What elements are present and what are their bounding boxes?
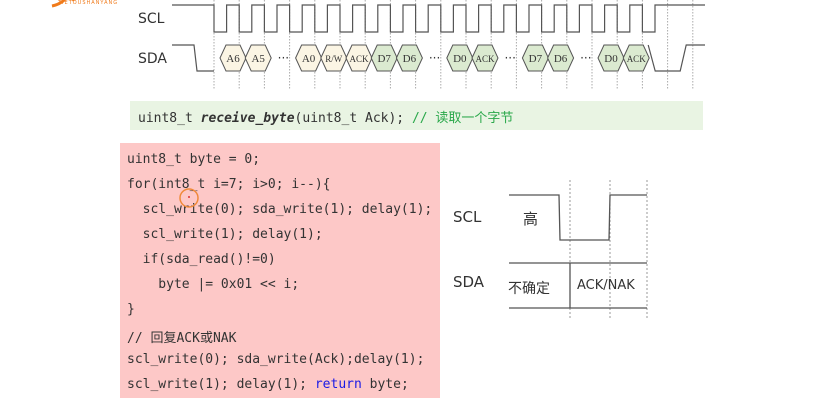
signature-comment: // 读取一个字节 bbox=[411, 111, 514, 126]
high-label: 高 bbox=[523, 210, 539, 228]
bit-hexagon bbox=[471, 44, 499, 72]
code-comment: // 回复ACK或NAK bbox=[127, 331, 237, 346]
sda-start bbox=[172, 44, 214, 72]
bit-hexagon bbox=[244, 44, 272, 72]
code-line: scl_write(1); delay(1); bbox=[127, 227, 323, 242]
ack-nak-label: ACK/NAK bbox=[577, 278, 635, 293]
bit-label: R/W bbox=[325, 54, 343, 64]
sda-label-right: SDA bbox=[453, 273, 485, 291]
bit-label: ACK bbox=[349, 54, 369, 64]
function-signature: uint8_t receive_byte(uint8_t Ack); // 读取… bbox=[130, 101, 703, 130]
bit-label: A5 bbox=[251, 53, 265, 65]
bit-label: A0 bbox=[302, 53, 316, 65]
logo: TIETOUSHANYANG bbox=[51, 0, 119, 8]
sda-stop bbox=[647, 44, 705, 72]
i2c-timing-diagram: A6 A5 ··· A0 R/W ACK D7 D6 ··· D0 ACK ··· D7 D6 ··· D0 A… bbox=[172, 0, 705, 90]
bit-label: ACK bbox=[475, 54, 495, 64]
logo-text: TIETOUSHANYANG bbox=[58, 0, 119, 6]
code-line: for(int8_t i=7; i>0; i--){ bbox=[127, 177, 331, 192]
code-text: scl_write(1); delay(1); bbox=[127, 377, 315, 392]
scl-label: SCL bbox=[138, 11, 165, 27]
code-line: byte |= 0x01 << i; bbox=[127, 277, 300, 292]
bit-label: D6 bbox=[403, 53, 417, 65]
uncertain-label: 不确定 bbox=[508, 281, 550, 297]
cursor-highlight-icon bbox=[179, 188, 199, 208]
ellipsis: ··· bbox=[429, 51, 440, 65]
code-block: uint8_t byte = 0; for(int8_t i=7; i>0; i… bbox=[120, 143, 440, 398]
bit-hexagon bbox=[622, 44, 650, 72]
bit-label: D7 bbox=[529, 53, 543, 65]
return-keyword: return bbox=[314, 377, 362, 392]
bit-label: D0 bbox=[453, 53, 467, 65]
code-text: byte; bbox=[361, 377, 409, 392]
signature-type: uint8_t bbox=[138, 111, 201, 126]
code-line: uint8_t byte = 0; bbox=[127, 152, 261, 167]
code-line: scl_write(0); sda_write(1); delay(1); bbox=[127, 202, 433, 217]
sda-label: SDA bbox=[138, 51, 167, 67]
ellipsis: ··· bbox=[504, 51, 515, 65]
bit-hexagon bbox=[395, 44, 423, 72]
code-line: if(sda_read()!=0) bbox=[127, 252, 276, 267]
signature-name: receive_byte bbox=[200, 111, 295, 126]
code-line: scl_write(1); delay(1); return byte; bbox=[127, 377, 409, 392]
bit-label: ACK bbox=[627, 54, 647, 64]
code-line: scl_write(0); sda_write(Ack);delay(1); bbox=[127, 352, 425, 367]
bit-hexagon bbox=[547, 44, 575, 72]
bit-label: A6 bbox=[226, 53, 240, 65]
bit-label: D0 bbox=[604, 53, 618, 65]
bit-label: D6 bbox=[554, 53, 568, 65]
bit-label: D7 bbox=[377, 53, 391, 65]
logo-mark-icon bbox=[51, 0, 76, 8]
ellipsis: ··· bbox=[580, 51, 591, 65]
signature-params: (uint8_t Ack); bbox=[294, 111, 412, 126]
scl-label-right: SCL bbox=[453, 208, 482, 226]
ellipsis: ··· bbox=[278, 51, 289, 65]
scl-waveform bbox=[172, 4, 705, 33]
code-line: } bbox=[127, 302, 135, 317]
